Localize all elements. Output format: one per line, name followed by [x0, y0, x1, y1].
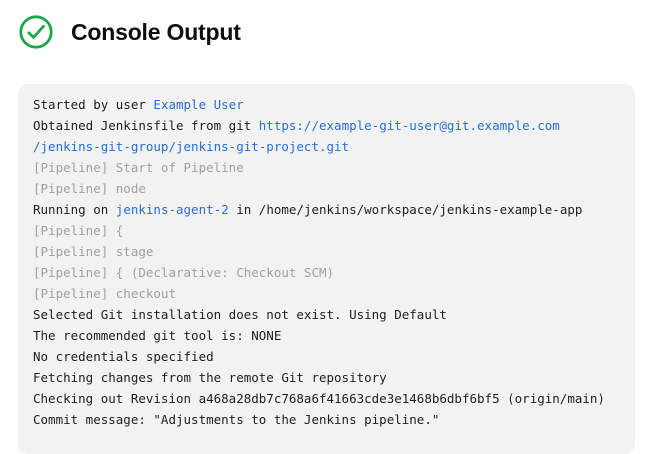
console-line: [Pipeline] { [33, 220, 620, 241]
console-text: in /home/jenkins/workspace/jenkins-examp… [228, 202, 583, 217]
console-text: The recommended git tool is: NONE [33, 328, 282, 343]
console-line: /jenkins-git-group/jenkins-git-project.g… [33, 136, 620, 157]
console-line: [Pipeline] { (Declarative: Checkout SCM) [33, 262, 620, 283]
console-text: Selected Git installation does not exist… [33, 307, 447, 322]
console-line: No credentials specified [33, 346, 620, 367]
console-link[interactable]: jenkins-agent-2 [115, 202, 229, 217]
console-line: Fetching changes from the remote Git rep… [33, 367, 620, 388]
console-text: No credentials specified [33, 349, 214, 364]
console-line: Running on jenkins-agent-2 in /home/jenk… [33, 199, 620, 220]
console-text: Obtained Jenkinsfile from git [33, 118, 259, 133]
console-line: Started by user Example User [33, 94, 620, 115]
console-line: [Pipeline] checkout [33, 283, 620, 304]
console-text: Checking out Revision a468a28db7c768a6f4… [33, 391, 605, 406]
console-line: Checking out Revision a468a28db7c768a6f4… [33, 388, 620, 409]
console-line: Selected Git installation does not exist… [33, 304, 620, 325]
console-link[interactable]: Example User [153, 97, 244, 112]
check-mark [27, 24, 45, 39]
success-circle [19, 15, 53, 49]
console-link[interactable]: https://example-git-user@git.example.com [258, 118, 560, 133]
page-title: Console Output [71, 18, 241, 45]
console-text: [Pipeline] checkout [33, 286, 176, 301]
console-text: Running on [33, 202, 116, 217]
console-line: Obtained Jenkinsfile from git https://ex… [33, 115, 620, 136]
console-text: [Pipeline] { (Declarative: Checkout SCM) [33, 265, 335, 280]
console-link[interactable]: /jenkins-git-group/jenkins-git-project.g… [33, 139, 350, 154]
console-text: [Pipeline] Start of Pipeline [33, 160, 244, 175]
console-line: Commit message: "Adjustments to the Jenk… [33, 409, 620, 430]
console-line: [Pipeline] node [33, 178, 620, 199]
console-line: The recommended git tool is: NONE [33, 325, 620, 346]
console-text: [Pipeline] { [33, 223, 124, 238]
console-text: Fetching changes from the remote Git rep… [33, 370, 387, 385]
success-check-icon [19, 15, 53, 49]
console-line: [Pipeline] stage [33, 241, 620, 262]
console-text: Commit message: "Adjustments to the Jenk… [33, 412, 440, 427]
page-header: Console Output [0, 0, 650, 52]
console-text: [Pipeline] stage [33, 244, 154, 259]
console-line: [Pipeline] Start of Pipeline [33, 157, 620, 178]
console-text: [Pipeline] node [33, 181, 146, 196]
console-text: Started by user [33, 97, 154, 112]
